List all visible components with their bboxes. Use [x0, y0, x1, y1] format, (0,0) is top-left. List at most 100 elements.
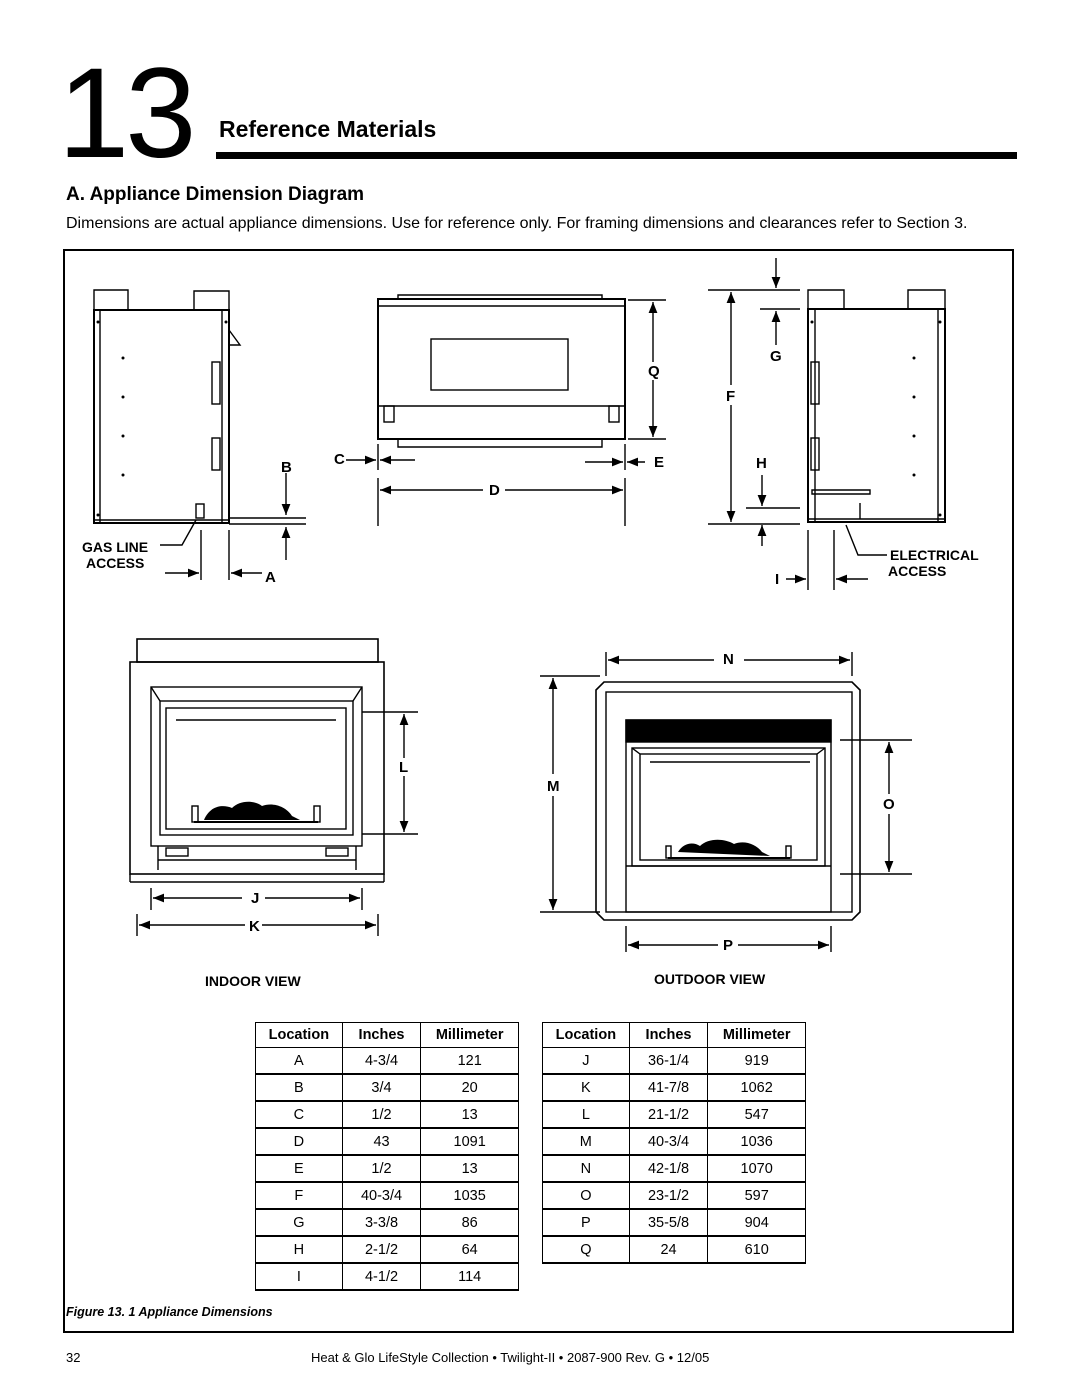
table-cell: 2-1/2 — [341, 1236, 422, 1264]
table-cell: C — [255, 1101, 343, 1129]
dim-label-a: A — [265, 569, 276, 586]
table-cell: 121 — [420, 1047, 519, 1075]
table-cell: 43 — [341, 1128, 422, 1156]
table-cell: 40-3/4 — [341, 1182, 422, 1210]
table-cell: J — [542, 1047, 630, 1075]
title-rule — [216, 152, 1017, 159]
dim-label-d: D — [489, 482, 500, 499]
table-cell: 64 — [420, 1236, 519, 1264]
table-cell: A — [255, 1047, 343, 1075]
dim-label-n: N — [723, 651, 734, 668]
right-side-view — [708, 258, 946, 590]
dim-label-i: I — [775, 571, 779, 588]
table-cell: 1/2 — [341, 1101, 422, 1129]
dim-label-h: H — [756, 455, 767, 472]
table-cell: 597 — [707, 1182, 806, 1210]
table-cell: 114 — [420, 1263, 519, 1291]
table-cell: 4-1/2 — [341, 1263, 422, 1291]
gas-line-access-label: ACCESS — [86, 555, 144, 571]
table-cell: 21-1/2 — [628, 1101, 709, 1129]
table-cell: 36-1/4 — [628, 1047, 709, 1075]
chapter-title: Reference Materials — [219, 116, 437, 142]
top-view — [346, 294, 666, 526]
table-cell: 1062 — [707, 1074, 806, 1102]
table-cell: H — [255, 1236, 343, 1264]
table-cell: 1/2 — [341, 1155, 422, 1183]
table-cell: G — [255, 1209, 343, 1237]
table-cell: 3-3/8 — [341, 1209, 422, 1237]
dim-label-p: P — [723, 937, 733, 954]
table-cell: N — [542, 1155, 630, 1183]
column-header: Millimeter — [707, 1022, 806, 1048]
table-cell: 42-1/8 — [628, 1155, 709, 1183]
table-cell: M — [542, 1128, 630, 1156]
column-header: Millimeter — [420, 1022, 519, 1048]
intro-text: Dimensions are actual appliance dimensio… — [66, 215, 968, 232]
indoor-view-label: INDOOR VIEW — [205, 973, 301, 989]
dim-label-q: Q — [648, 363, 660, 380]
table-cell: 1036 — [707, 1128, 806, 1156]
table-cell: O — [542, 1182, 630, 1210]
table-cell: 547 — [707, 1101, 806, 1129]
column-header: Location — [542, 1022, 630, 1048]
column-header: Inches — [341, 1022, 422, 1048]
table-cell: 4-3/4 — [341, 1047, 422, 1075]
table-cell: 919 — [707, 1047, 806, 1075]
table-cell: L — [542, 1101, 630, 1129]
table-cell: 23-1/2 — [628, 1182, 709, 1210]
outdoor-view-label: OUTDOOR VIEW — [654, 971, 766, 987]
column-header: Inches — [628, 1022, 709, 1048]
outdoor-view — [540, 652, 912, 952]
table-cell: 1070 — [707, 1155, 806, 1183]
table-cell: 20 — [420, 1074, 519, 1102]
dim-label-c: C — [334, 451, 345, 468]
table-cell: K — [542, 1074, 630, 1102]
table-cell: 41-7/8 — [628, 1074, 709, 1102]
dim-label-b: B — [281, 459, 292, 476]
gas-line-label: GAS LINE — [82, 539, 148, 555]
table-cell: 13 — [420, 1155, 519, 1183]
dim-label-j: J — [251, 890, 259, 907]
dim-label-k: K — [249, 918, 260, 935]
table-cell: D — [255, 1128, 343, 1156]
footer-text: Heat & Glo LifeStyle Collection • Twilig… — [311, 1350, 710, 1365]
table-cell: 904 — [707, 1209, 806, 1237]
table-cell: Q — [542, 1236, 630, 1264]
chapter-number: 13 — [58, 42, 196, 185]
figure-frame — [63, 249, 1014, 1333]
left-side-view — [93, 289, 306, 580]
dim-label-o: O — [883, 796, 895, 813]
section-title: A. Appliance Dimension Diagram — [66, 184, 365, 205]
table-cell: B — [255, 1074, 343, 1102]
electrical-access-label: ACCESS — [888, 563, 946, 579]
table-cell: 40-3/4 — [628, 1128, 709, 1156]
dim-label-m: M — [547, 778, 560, 795]
table-cell: 610 — [707, 1236, 806, 1264]
table-cell: P — [542, 1209, 630, 1237]
table-cell: 13 — [420, 1101, 519, 1129]
table-cell: 3/4 — [341, 1074, 422, 1102]
dim-label-f: F — [726, 388, 735, 405]
dim-label-e: E — [654, 454, 664, 471]
dim-label-l: L — [399, 759, 408, 776]
page-number: 32 — [66, 1350, 81, 1365]
